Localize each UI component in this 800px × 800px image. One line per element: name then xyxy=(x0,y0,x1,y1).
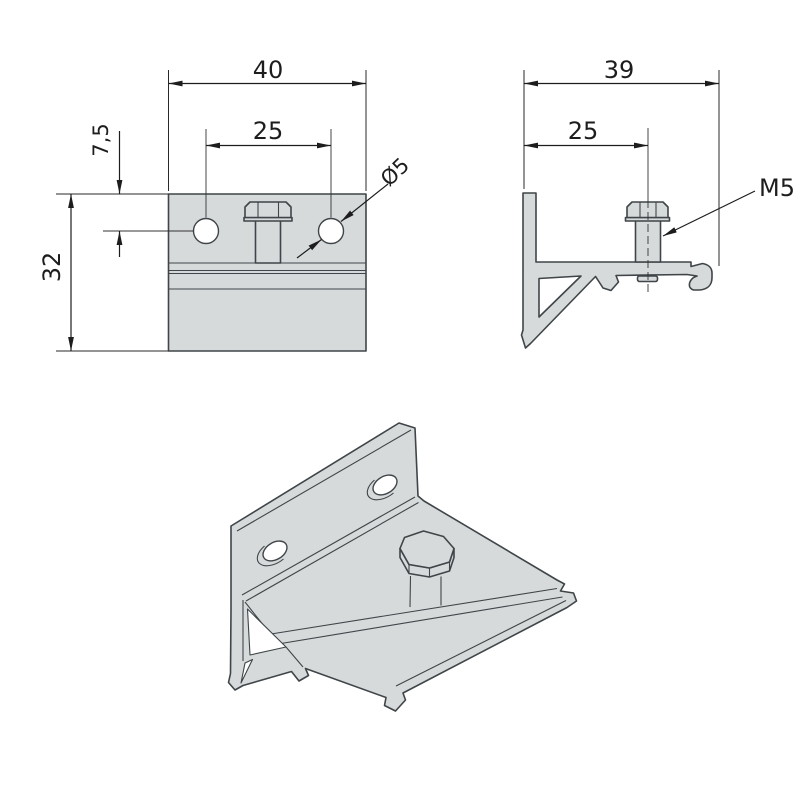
side-profile xyxy=(520,192,713,349)
iso-bolt xyxy=(399,530,455,608)
iso-bolt-shaft xyxy=(409,575,442,608)
side-bolt-offset-dimension: 25 xyxy=(524,117,648,149)
iso-holes xyxy=(256,474,398,567)
front-height-dimension: 32 xyxy=(38,193,169,352)
side-bolt-head-facets xyxy=(639,202,657,218)
front-width-label: 40 xyxy=(253,56,284,84)
front-hole-diameter-label: Ø5 xyxy=(376,153,414,191)
front-bolt-head xyxy=(244,201,292,219)
front-view: 40 25 32 7,5 Ø5 xyxy=(38,56,414,352)
front-hole-spacing-label: 25 xyxy=(253,117,284,145)
front-hole-left xyxy=(192,217,220,245)
side-bolt-end xyxy=(636,275,659,283)
iso-hole-left-depth-edge xyxy=(256,545,284,567)
side-bolt-callout: M5 xyxy=(662,174,795,237)
side-bolt-thread-label: M5 xyxy=(759,174,795,202)
iso-hole-right-depth-edge xyxy=(366,479,394,501)
front-width-dimension: 40 xyxy=(168,56,367,191)
front-hole-offset-dimension: 7,5 xyxy=(89,123,123,257)
front-hole-offset-label: 7,5 xyxy=(89,123,113,156)
front-hole-spacing-dimension: 25 xyxy=(206,117,331,149)
side-depth-label: 39 xyxy=(604,56,635,84)
iso-hole-right xyxy=(372,474,398,496)
front-bolt xyxy=(243,201,293,264)
iso-edges xyxy=(236,429,567,687)
iso-hole-left xyxy=(262,540,288,562)
iso-bolt-head-facets xyxy=(408,562,451,577)
side-depth-dimension: 39 xyxy=(523,56,720,266)
front-bolt-head-facets xyxy=(257,202,280,218)
iso-bracket-body xyxy=(227,422,578,712)
isometric-view xyxy=(227,422,578,712)
iso-strut-void xyxy=(246,608,287,656)
side-bolt-head xyxy=(626,201,669,219)
side-bolt-offset-label: 25 xyxy=(568,117,599,145)
iso-bolt-head-top xyxy=(399,530,455,569)
iso-lower-void xyxy=(240,658,254,684)
front-hole-right xyxy=(317,217,345,245)
front-height-label: 32 xyxy=(38,252,66,283)
front-bolt-shaft xyxy=(254,219,282,264)
side-view: 39 25 M5 xyxy=(520,56,795,349)
